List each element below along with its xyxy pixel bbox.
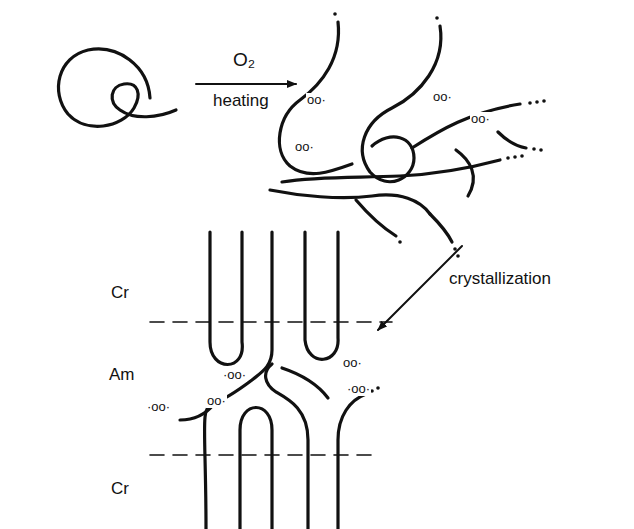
- condition-label: heating: [212, 92, 270, 111]
- region-label: Am: [108, 366, 136, 385]
- region-label: Cr: [110, 284, 130, 303]
- peroxy-radical: oo·: [432, 90, 453, 104]
- oxidized-network: [270, 22, 526, 242]
- peroxy-radical: ·oo·: [146, 400, 171, 414]
- peroxy-radical: ·oo·: [346, 382, 371, 396]
- peroxy-radical: oo·: [342, 356, 363, 370]
- region-label: Cr: [110, 480, 130, 499]
- peroxy-radical: oo·: [306, 93, 327, 107]
- peroxy-radical: oo·: [294, 140, 315, 154]
- process-label: crystallization: [448, 270, 552, 289]
- peroxy-radical: oo·: [206, 394, 227, 408]
- coiled-chain: [58, 49, 176, 126]
- chain-continues-dots: [333, 12, 546, 258]
- phase-boundary: [150, 454, 376, 456]
- peroxy-radical: oo·: [470, 112, 491, 126]
- semicrystalline-chains: [180, 232, 366, 529]
- peroxy-radical: ·oo·: [222, 368, 247, 382]
- reaction-arrow: [196, 83, 296, 85]
- chain-continues-dots: [370, 386, 380, 393]
- reagent-label: O₂: [232, 50, 256, 71]
